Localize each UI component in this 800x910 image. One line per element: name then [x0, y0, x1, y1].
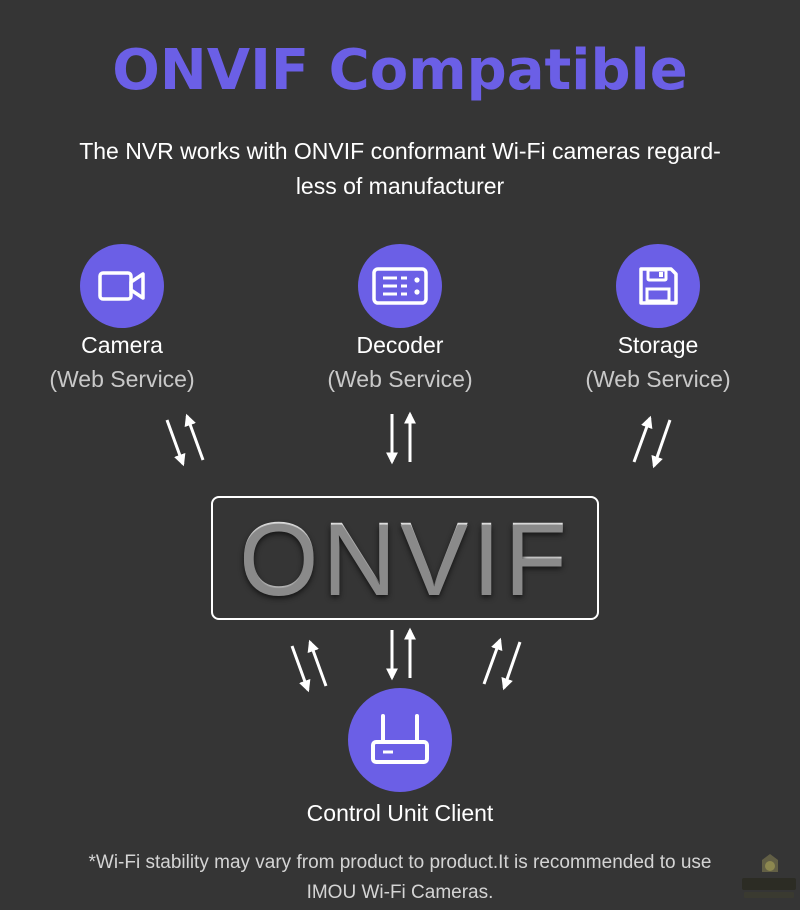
- video-camera-icon: [98, 271, 145, 301]
- storage-label: Storage: [617, 332, 699, 358]
- footnote-line-2: IMOU Wi-Fi Cameras.: [306, 882, 494, 903]
- arrow-client-right-up: [482, 637, 503, 685]
- subtitle-line-2: less of manufacturer: [295, 173, 505, 199]
- decoder-label: Decoder: [356, 332, 444, 358]
- camera-circle: [80, 244, 164, 328]
- onvif-box: ONVIF: [211, 496, 599, 620]
- watermark-logo: [742, 854, 796, 898]
- arrow-client-left-up: [307, 639, 328, 687]
- arrow-client-right-down: [501, 641, 522, 691]
- camera-node: Camera (Web Service): [12, 244, 232, 396]
- subtitle: The NVR works with ONVIF conformant Wi-F…: [40, 134, 760, 204]
- camera-sub: (Web Service): [49, 366, 195, 392]
- page-title: ONVIF Compatible: [112, 38, 688, 103]
- client-node: Control Unit Client: [270, 688, 530, 830]
- storage-sub: (Web Service): [585, 366, 731, 392]
- router-icon: [371, 714, 429, 764]
- decoder-icon: [372, 267, 428, 305]
- storage-circle: [616, 244, 700, 328]
- storage-node: Storage (Web Service): [548, 244, 768, 396]
- floppy-disk-icon: [639, 267, 678, 305]
- decoder-sub: (Web Service): [327, 366, 473, 392]
- footnote-line-1: *Wi-Fi stability may vary from product t…: [88, 852, 712, 873]
- decoder-node: Decoder (Web Service): [290, 244, 510, 396]
- arrow-camera-down: [165, 419, 186, 467]
- arrow-camera-up: [184, 413, 205, 461]
- decoder-circle: [358, 244, 442, 328]
- subtitle-line-1: The NVR works with ONVIF conformant Wi-F…: [79, 138, 721, 164]
- arrow-storage-down: [651, 419, 672, 469]
- footnote: *Wi-Fi stability may vary from product t…: [40, 848, 760, 908]
- client-circle: [348, 688, 452, 792]
- arrow-storage-up: [632, 415, 653, 463]
- onvif-label: ONVIF: [239, 501, 571, 615]
- client-label: Control Unit Client: [306, 800, 494, 826]
- camera-label: Camera: [81, 332, 163, 358]
- arrow-client-left-down: [290, 645, 311, 693]
